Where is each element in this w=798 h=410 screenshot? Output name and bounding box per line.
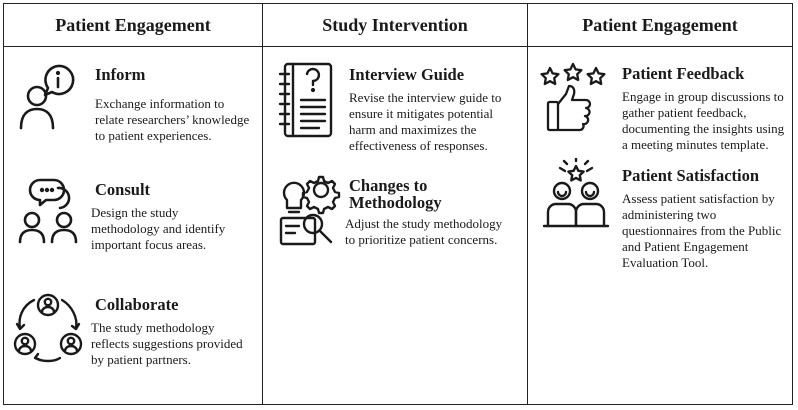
item-title-patient-satisfaction: Patient Satisfaction [622, 166, 760, 185]
satisfaction-people-icon [540, 158, 612, 230]
notebook-question-icon [275, 60, 339, 140]
item-title-interview-guide: Interview Guide [349, 65, 465, 84]
item-title-collaborate: Collaborate [95, 295, 179, 314]
item-desc-interview-guide: Revise the interview guide to ensure it … [349, 90, 502, 153]
item-title-consult: Consult [95, 180, 151, 199]
item-title-inform: Inform [95, 65, 146, 84]
column-header: Patient Engagement [528, 4, 792, 47]
item-desc-patient-feedback: Engage in group discussions to gather pa… [622, 89, 785, 152]
collaboration-cycle-icon [12, 292, 84, 368]
column-study-intervention: Study Intervention Interview Gu [262, 4, 527, 404]
methodology-gears-icon [273, 172, 341, 248]
group-chat-icon [14, 176, 86, 248]
engagement-framework-table: Patient Engagement Inform Exchange infor… [3, 3, 793, 405]
column-header: Study Intervention [263, 4, 527, 47]
item-desc-consult: Design the study methodology and identif… [91, 205, 226, 252]
item-desc-changes-to-methodology: Adjust the study methodology to prioriti… [345, 216, 503, 247]
thumbs-up-stars-icon [540, 62, 606, 134]
item-title-patient-feedback: Patient Feedback [622, 64, 745, 83]
column-header: Patient Engagement [4, 4, 262, 47]
item-desc-inform: Exchange information to relate researche… [95, 96, 250, 143]
column-patient-engagement-1: Patient Engagement Inform Exchange infor… [4, 4, 262, 404]
person-info-icon [14, 62, 86, 134]
item-title-changes-to-methodology: Changes to Methodology [349, 176, 442, 212]
column-patient-engagement-2: Patient Engagement Patient Feedback Enga… [527, 4, 792, 404]
item-desc-collaborate: The study methodology reflects suggestio… [91, 320, 243, 367]
item-desc-patient-satisfaction: Assess patient satisfaction by administe… [622, 191, 782, 270]
